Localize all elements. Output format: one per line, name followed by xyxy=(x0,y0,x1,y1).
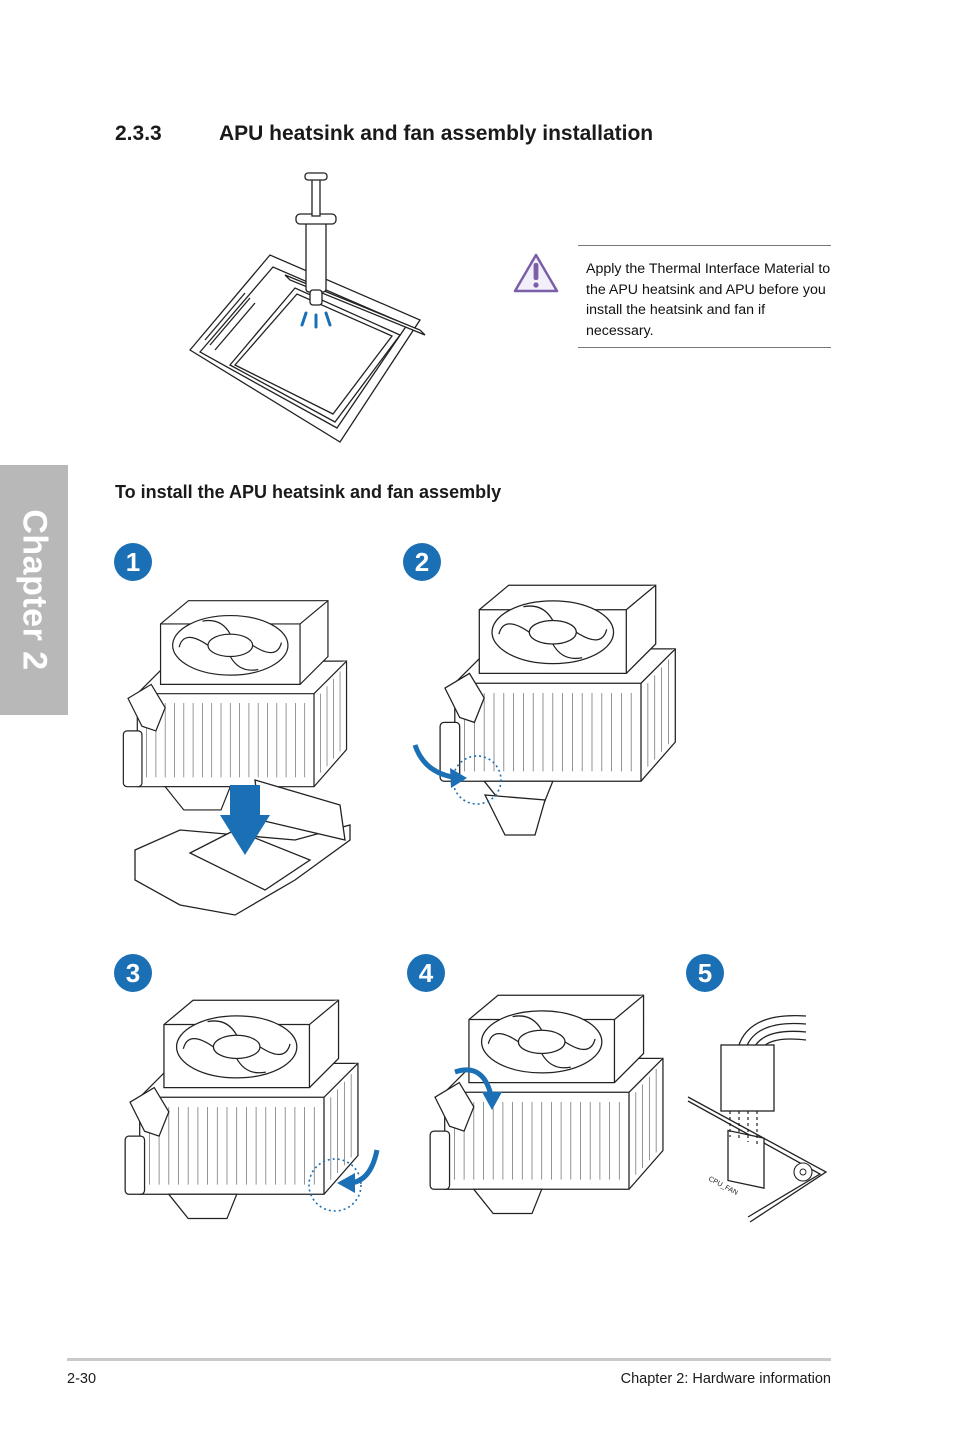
step-1-badge: 1 xyxy=(114,543,152,581)
step-2-badge: 2 xyxy=(403,543,441,581)
step-2-illustration xyxy=(412,584,676,836)
footer-rule xyxy=(67,1358,831,1361)
footer-chapter-title: Chapter 2: Hardware information xyxy=(620,1371,831,1387)
page-number: 2-30 xyxy=(67,1371,97,1387)
step-4-illustration xyxy=(429,994,664,1215)
chapter-tab: Chapter 2 xyxy=(0,465,68,715)
chapter-tab-label: Chapter 2 xyxy=(15,509,54,671)
note-text: Apply the Thermal Interface Material to … xyxy=(586,261,831,339)
thermal-paste-illustration xyxy=(189,172,426,443)
note-box: Apply the Thermal Interface Material to … xyxy=(578,245,831,348)
warning-triangle-icon xyxy=(513,253,559,293)
step-5-illustration: CPU_FAN xyxy=(687,1014,828,1223)
section-title: APU heatsink and fan assembly installati… xyxy=(219,122,654,145)
step-1-illustration xyxy=(122,600,351,916)
section-number: 2.3.3 xyxy=(115,122,162,145)
step-4-badge: 4 xyxy=(407,954,445,992)
step-3-badge: 3 xyxy=(114,954,152,992)
step-3-illustration xyxy=(124,999,380,1220)
step-5-badge: 5 xyxy=(686,954,724,992)
section-heading: 2.3.3 APU heatsink and fan assembly insta… xyxy=(115,122,653,146)
procedure-subheading: To install the APU heatsink and fan asse… xyxy=(115,482,502,502)
